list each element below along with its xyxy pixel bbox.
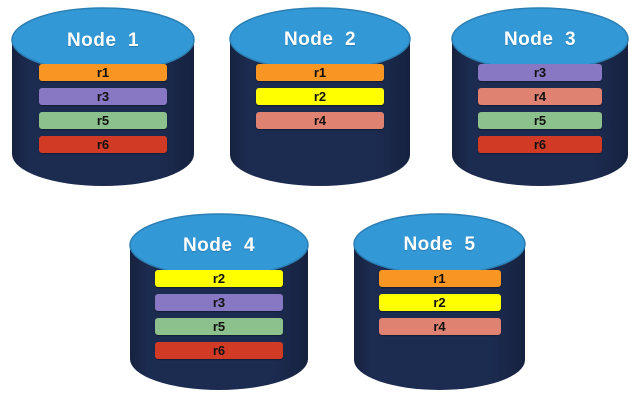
database-node[interactable]: Node 3 r3 r4 r5 r6 — [450, 6, 630, 188]
replica-label: r2 — [212, 271, 226, 286]
replica-bar[interactable]: r6 — [39, 136, 167, 153]
replica-bar[interactable]: r3 — [478, 64, 602, 81]
database-node[interactable]: Node 2 r1 r2 r4 — [228, 6, 412, 188]
database-node[interactable]: Node 4 r2 r3 r5 r6 — [128, 212, 310, 392]
node-title: Node 3 — [503, 29, 577, 50]
node-title: Node 5 — [403, 234, 476, 255]
replica-label: r4 — [533, 89, 547, 104]
node-title: Node 4 — [182, 235, 256, 256]
replica-list: r1 r3 r5 r6 — [10, 64, 196, 160]
node-title: Node 1 — [66, 30, 140, 51]
replica-bar[interactable]: r1 — [256, 64, 384, 81]
replica-label: r2 — [313, 89, 327, 104]
replica-list: r2 r3 r5 r6 — [128, 270, 310, 366]
replica-list: r1 r2 r4 — [352, 270, 527, 342]
replica-bar[interactable]: r1 — [378, 270, 501, 287]
node-title: Node 2 — [283, 29, 357, 50]
replica-bar[interactable]: r6 — [155, 342, 283, 359]
replica-label: r3 — [212, 295, 226, 310]
replica-bar[interactable]: r3 — [155, 294, 283, 311]
replica-label: r3 — [96, 89, 110, 104]
database-node[interactable]: Node 5 r1 r2 r4 — [352, 212, 527, 392]
replica-label: r4 — [433, 319, 446, 334]
replica-list: r3 r4 r5 r6 — [450, 64, 630, 160]
replica-label: r1 — [96, 65, 110, 80]
replica-label: r6 — [96, 137, 110, 152]
replica-list: r1 r2 r4 — [228, 64, 412, 136]
replica-bar[interactable]: r1 — [39, 64, 167, 81]
replica-label: r3 — [533, 65, 547, 80]
replica-bar[interactable]: r6 — [478, 136, 602, 153]
replica-bar[interactable]: r3 — [39, 88, 167, 105]
replica-bar[interactable]: r5 — [39, 112, 167, 129]
replica-bar[interactable]: r4 — [478, 88, 602, 105]
replica-label: r4 — [313, 113, 327, 128]
replica-label: r6 — [212, 343, 226, 358]
replica-bar[interactable]: r4 — [256, 112, 384, 129]
replica-label: r5 — [96, 113, 110, 128]
replica-label: r1 — [313, 65, 327, 80]
database-node[interactable]: Node 1 r1 r3 r5 r6 — [10, 6, 196, 188]
replica-label: r5 — [533, 113, 547, 128]
replica-bar[interactable]: r5 — [155, 318, 283, 335]
replica-label: r5 — [212, 319, 226, 334]
replica-bar[interactable]: r2 — [378, 294, 501, 311]
replica-label: r1 — [433, 271, 446, 286]
replica-bar[interactable]: r2 — [256, 88, 384, 105]
replica-label: r2 — [433, 295, 446, 310]
replica-bar[interactable]: r2 — [155, 270, 283, 287]
replica-bar[interactable]: r4 — [378, 318, 501, 335]
replica-label: r6 — [533, 137, 547, 152]
replica-bar[interactable]: r5 — [478, 112, 602, 129]
